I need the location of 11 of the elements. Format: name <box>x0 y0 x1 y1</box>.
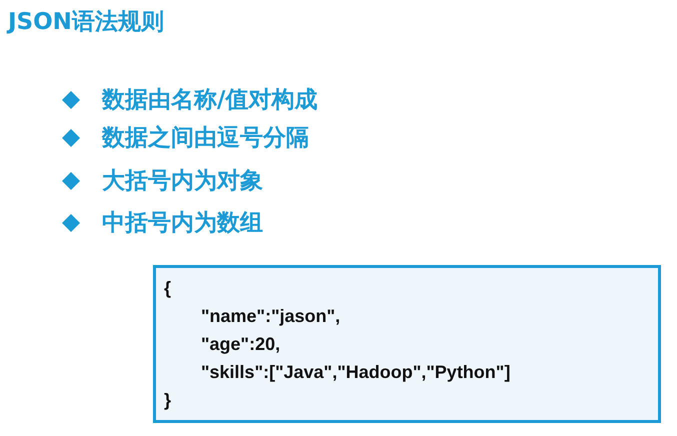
code-line: "skills":["Java","Hadoop","Python"] <box>201 362 510 383</box>
code-panel <box>153 265 661 423</box>
code-line: "name":"jason", <box>201 306 340 327</box>
code-line: { <box>164 278 172 299</box>
bullet-text: 数据之间由逗号分隔 <box>102 124 309 153</box>
bullet-text: 大括号内为对象 <box>102 167 263 196</box>
bullet-text: 中括号内为数组 <box>102 209 263 238</box>
code-line: "age":20, <box>201 334 280 355</box>
bullet-text: 数据由名称/值对构成 <box>102 86 318 115</box>
title: JSON语法规则 <box>8 8 164 37</box>
code-line: } <box>164 390 172 411</box>
